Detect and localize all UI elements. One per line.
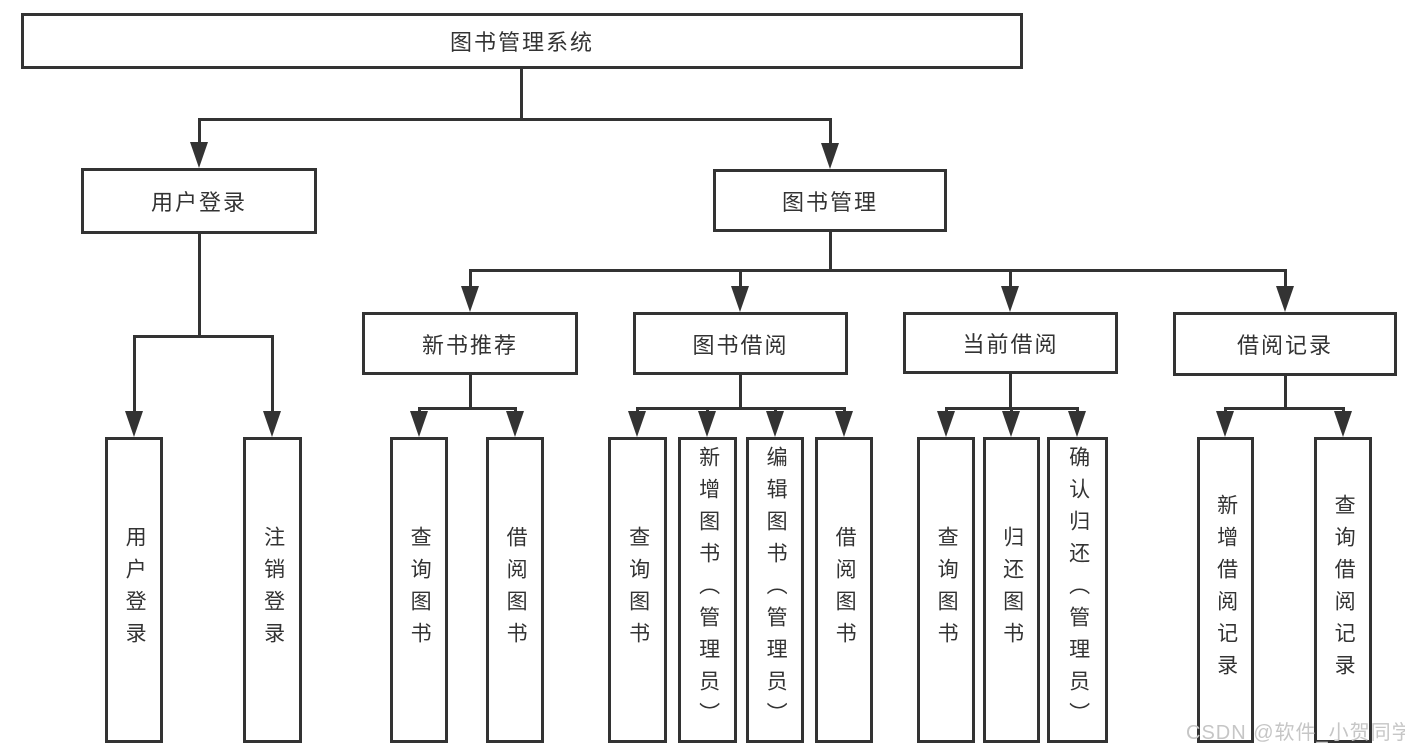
node-label: 图书管理 — [781, 189, 878, 215]
arrow-down-icon — [1068, 411, 1086, 437]
arrow-down-icon — [1276, 286, 1294, 312]
arrow-down-icon — [125, 411, 143, 437]
node-label: 查询借阅记录 — [1332, 494, 1356, 686]
connector-line — [469, 269, 1287, 272]
leaf-borrow-books-2: 借阅图书 — [815, 437, 873, 743]
arrow-down-icon — [766, 411, 784, 437]
node-label: 图书管理系统 — [449, 30, 594, 55]
node-label: 用户登录 — [123, 526, 147, 654]
arrow-down-icon — [410, 411, 428, 437]
arrow-down-icon — [731, 286, 749, 312]
node-label: 确认归还（管理员） — [1066, 446, 1090, 734]
connector-line — [418, 407, 517, 410]
arrow-down-icon — [937, 411, 955, 437]
connector-line — [469, 269, 472, 291]
connector-line — [198, 118, 832, 121]
node-label: 编辑图书（管理员） — [764, 446, 788, 734]
connector-line — [469, 374, 472, 409]
node-label: 新增借阅记录 — [1214, 494, 1238, 686]
node-current-borrowing: 当前借阅 — [903, 312, 1118, 374]
arrow-down-icon — [1002, 411, 1020, 437]
arrow-down-icon — [506, 411, 524, 437]
arrow-down-icon — [835, 411, 853, 437]
leaf-query-borrow-record: 查询借阅记录 — [1314, 437, 1372, 743]
connector-line — [271, 335, 274, 415]
leaf-query-books-1: 查询图书 — [390, 437, 448, 743]
node-new-book-recommendation: 新书推荐 — [362, 312, 578, 375]
csdn-watermark: CSDN @软件_小贺同学 — [1186, 722, 1405, 744]
arrow-down-icon — [628, 411, 646, 437]
connector-line — [198, 234, 201, 336]
connector-line — [636, 407, 845, 410]
connector-line — [739, 269, 742, 291]
node-label: 查询图书 — [408, 526, 432, 654]
arrow-down-icon — [263, 411, 281, 437]
arrow-down-icon — [461, 286, 479, 312]
connector-line — [133, 335, 274, 338]
arrow-down-icon — [698, 411, 716, 437]
node-label: 新增图书（管理员） — [696, 446, 720, 734]
arrow-down-icon — [190, 142, 208, 168]
connector-line — [1224, 407, 1344, 410]
node-label: 图书借阅 — [692, 332, 789, 358]
node-user-login: 用户登录 — [81, 168, 317, 234]
connector-line — [133, 335, 136, 415]
node-label: 借阅图书 — [504, 526, 528, 654]
leaf-edit-books-admin: 编辑图书（管理员） — [746, 437, 804, 743]
node-label: 当前借阅 — [962, 332, 1059, 357]
leaf-logout: 注销登录 — [243, 437, 302, 743]
node-label: 借阅记录 — [1236, 333, 1333, 358]
connector-line — [1284, 269, 1287, 291]
node-borrowing-records: 借阅记录 — [1173, 312, 1397, 376]
leaf-return-books: 归还图书 — [983, 437, 1040, 743]
node-library-system: 图书管理系统 — [21, 13, 1023, 69]
leaf-add-borrow-record: 新增借阅记录 — [1197, 437, 1254, 743]
connector-line — [1009, 269, 1012, 291]
arrow-down-icon — [1216, 411, 1234, 437]
connector-line — [1284, 374, 1287, 409]
leaf-add-books-admin: 新增图书（管理员） — [678, 437, 737, 743]
node-label: 注销登录 — [261, 526, 285, 654]
node-label: 借阅图书 — [833, 526, 857, 654]
connector-line — [739, 374, 742, 409]
arrow-down-icon — [1001, 286, 1019, 312]
node-label: 新书推荐 — [421, 332, 518, 358]
leaf-borrow-books-1: 借阅图书 — [486, 437, 544, 743]
arrow-down-icon — [1334, 411, 1352, 437]
connector-line — [829, 118, 832, 152]
connector-line — [520, 68, 523, 120]
node-label: 归还图书 — [1000, 526, 1024, 654]
leaf-query-books-3: 查询图书 — [917, 437, 975, 743]
node-label: 查询图书 — [626, 526, 650, 654]
node-label: 查询图书 — [935, 526, 959, 654]
arrow-down-icon — [821, 143, 839, 169]
node-book-management: 图书管理 — [713, 169, 947, 232]
connector-line — [1009, 374, 1012, 409]
node-label: 用户登录 — [150, 190, 247, 215]
connector-line — [198, 118, 201, 152]
node-book-borrowing: 图书借阅 — [633, 312, 848, 375]
leaf-confirm-return-admin: 确认归还（管理员） — [1047, 437, 1108, 743]
leaf-user-login: 用户登录 — [105, 437, 163, 743]
connector-line — [829, 232, 832, 272]
leaf-query-books-2: 查询图书 — [608, 437, 667, 743]
